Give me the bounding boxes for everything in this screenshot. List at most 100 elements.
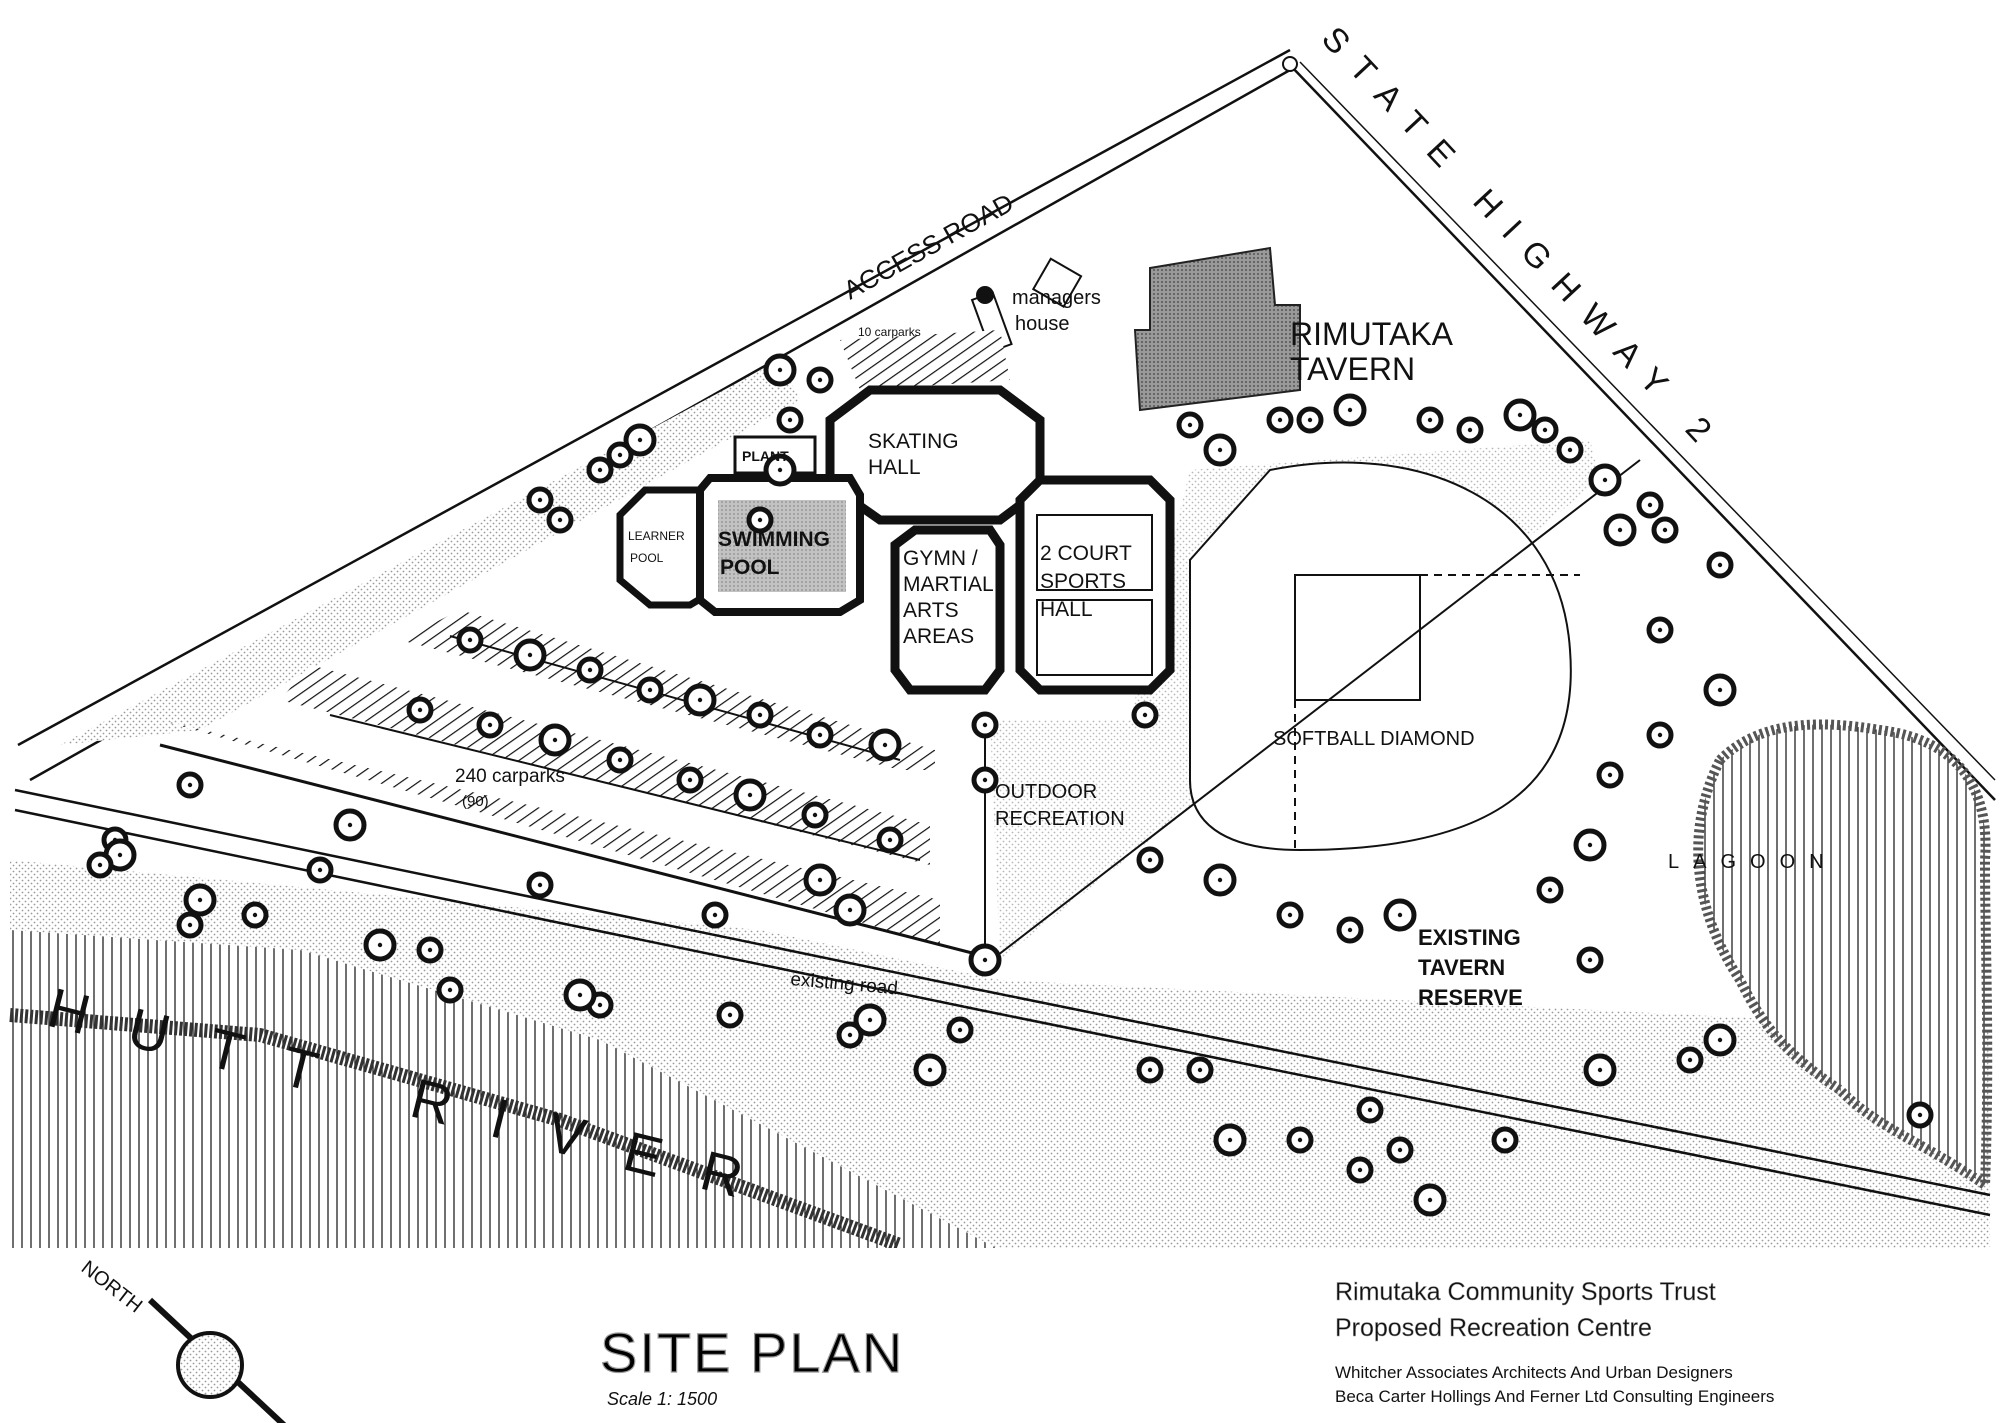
tree-center [847,1032,853,1038]
state-highway-line [1289,64,1996,801]
tree-center [1287,912,1293,918]
outdoor-recreation-label-2: RECREATION [995,808,1125,830]
tree-center [777,467,783,473]
tree-center [817,377,823,383]
tree-center [982,957,988,963]
sports-hall-label-2: SPORTS [1040,570,1126,593]
tree-center [1297,1137,1303,1143]
carparks-10-label: 10 carparks [858,325,921,339]
tree-center [1187,422,1193,428]
boundary-peg [1282,56,1298,72]
existing-road-bottom [14,808,1991,1217]
tree-center [347,822,353,828]
carpark-row [280,665,930,865]
tree-center [1427,1197,1433,1203]
tree-center [1467,427,1473,433]
reserve-label-3: RESERVE [1418,985,1523,1010]
tree-center [757,517,763,523]
tree-center [1542,427,1548,433]
tree-center [1367,1107,1373,1113]
managers-house-2 [1031,257,1083,308]
tree-center [117,852,123,858]
carpark-divider [329,714,921,861]
tree-center [1617,527,1623,533]
tree-center [427,947,433,953]
reserve-label-2: TAVERN [1418,955,1505,980]
learner-pool-label-2: POOL [630,551,664,565]
gym-label-3: ARTS [903,599,959,622]
scale-label: Scale 1: 1500 [607,1389,717,1409]
tree-center [1717,687,1723,693]
tree-center [527,652,533,658]
sports-hall-label-3: HALL [1040,598,1093,621]
state-highway-line-2 [1299,61,1996,781]
tree-center [597,467,603,473]
sports-court-1 [1036,514,1153,591]
swimming-pool-water [718,500,846,592]
tree-center [777,367,783,373]
tree-center [617,452,623,458]
tree-center [1917,1112,1923,1118]
tavern-label-1: RIMUTAKA [1290,316,1454,352]
sports-hall [1015,475,1175,695]
tree-center [252,912,258,918]
tree-center [887,837,893,843]
managers-tree [976,286,994,304]
tree-center [1197,1067,1203,1073]
tree-center [747,792,753,798]
lagoon-label: LAGOON [1668,851,1838,873]
site-plan-title: SITE PLAN [600,1321,904,1384]
tree-center [617,757,623,763]
tree-center [787,417,793,423]
tree-center [1662,527,1668,533]
tree-center [537,497,543,503]
tree-center [1347,407,1353,413]
gym-label-2: MARTIAL [903,573,994,596]
plant-label: PLANT [742,448,789,464]
tree-center [1717,1037,1723,1043]
tree-center [1607,772,1613,778]
hutt-river-water [10,930,1000,1250]
tree-center [927,1067,933,1073]
tree-center [637,437,643,443]
tree-center [1277,417,1283,423]
tree-center [1217,447,1223,453]
tree-center [1717,562,1723,568]
trees [86,353,1934,1217]
softball-diamond-label: SOFTBALL DIAMOND [1273,728,1475,750]
learner-pool-label-1: LEARNER [628,529,685,543]
tree-center [1687,1057,1693,1063]
tree-center [1307,417,1313,423]
tree-center [697,697,703,703]
tree-center [417,707,423,713]
tree-center [537,882,543,888]
tree-center [1217,877,1223,883]
gym-label-4: AREAS [903,625,974,648]
tavern-label-2: TAVERN [1290,351,1415,387]
tree-center [1142,712,1148,718]
tree-center [552,737,558,743]
north-arrow-circle [176,1331,244,1399]
drawing-bottom-cutoff [0,1248,2000,1423]
sports-hall-label-1: 2 COURT [1040,542,1132,565]
outdoor-recreation-label-1: OUTDOOR [995,781,1097,803]
skating-hall-label-2: HALL [868,456,921,479]
tree-center [1587,957,1593,963]
credit-line-1: Whitcher Associates Architects And Urban… [1335,1363,1733,1382]
tree-center [1397,1147,1403,1153]
managers-house-label-2: house [1015,313,1070,335]
river-bank-edge [9,1008,903,1252]
tree-center [1517,412,1523,418]
skating-hall [825,385,1045,525]
tree-center [1147,1067,1153,1073]
tree-center [487,722,493,728]
tree-center [1547,887,1553,893]
tree-center [1657,732,1663,738]
tree-center [597,1002,603,1008]
tree-center [577,992,583,998]
tree-center [187,922,193,928]
tree-center [757,712,763,718]
existing-road-top [14,788,1991,1197]
tree-center [882,742,888,748]
